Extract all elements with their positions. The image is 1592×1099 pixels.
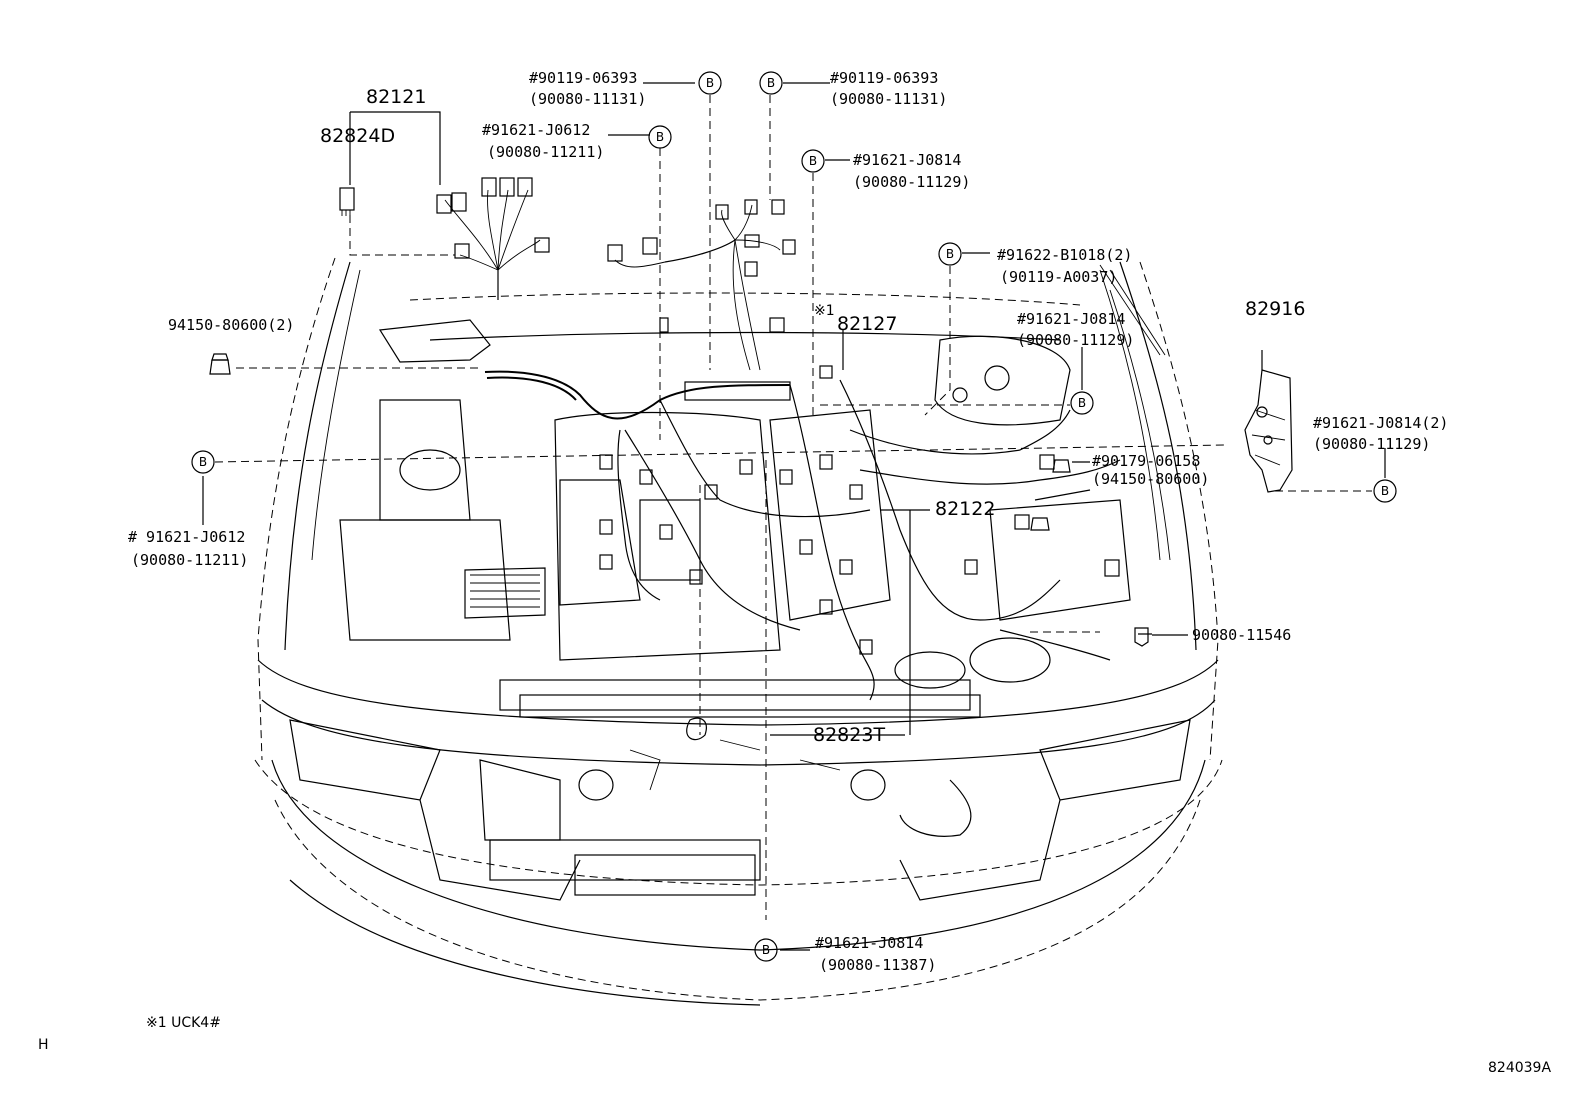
- ref-top-right-line2: (90080-11131): [830, 90, 947, 108]
- svg-text:B: B: [809, 154, 817, 168]
- b-marker-j0814-top: B: [801, 149, 825, 173]
- svg-text:B: B: [1381, 484, 1389, 498]
- leader-lines: [202, 82, 1386, 951]
- note-star-label: ※1: [814, 303, 835, 319]
- b-marker-top-left: B: [698, 71, 722, 95]
- engine-bay-components: [339, 319, 1131, 841]
- part-82122-label: 82122: [935, 498, 995, 520]
- svg-text:B: B: [767, 76, 775, 90]
- ref-j0814-mid-line2: (90080-11129): [1017, 331, 1134, 349]
- ref-j0612-left-line2: (90080-11211): [131, 551, 248, 569]
- ref-j0612-left-line1: # 91621-J0612: [128, 528, 245, 546]
- corner-mark: H: [38, 1037, 49, 1053]
- part-90080-11546-label: 90080-11546: [1192, 626, 1291, 644]
- svg-text:B: B: [656, 130, 664, 144]
- part-82823T-label: 82823T: [813, 724, 885, 746]
- part-labels: 82121 82824D 82127 82916 82122 82823T 94…: [168, 86, 1305, 746]
- svg-text:B: B: [706, 76, 714, 90]
- ref-j0814-2-line1: #91621-J0814(2): [1313, 414, 1448, 432]
- b-marker-top-right: B: [759, 71, 783, 95]
- ref-j0814-mid-line1: #91621-J0814: [1017, 310, 1125, 328]
- ref-j0814-top-line2: (90080-11129): [853, 173, 970, 191]
- ref-06158-line1: #90179-06158: [1092, 452, 1200, 470]
- bracket-82916: [1244, 369, 1293, 493]
- b-marker-b1018: B: [938, 242, 962, 266]
- part-82824D-label: 82824D: [320, 125, 395, 147]
- part-82916-label: 82916: [1245, 298, 1305, 320]
- footer-labels: ※1 UCK4# H 824039A: [38, 1015, 1551, 1076]
- ref-top-right-line1: #90119-06393: [830, 69, 938, 87]
- ref-j0612-top-line2: (90080-11211): [487, 143, 604, 161]
- bolt-markers: B B B B B B B B: [191, 71, 1397, 962]
- ref-b1018-line1: #91622-B1018(2): [997, 246, 1132, 264]
- footnote: ※1 UCK4#: [146, 1015, 221, 1031]
- svg-text:B: B: [946, 247, 954, 261]
- ref-top-left-line1: #90119-06393: [529, 69, 637, 87]
- b-marker-j0612-top: B: [648, 125, 672, 149]
- wire-harness: [484, 365, 1121, 701]
- reference-labels: #90119-06393 (90080-11131) #90119-06393 …: [128, 69, 1448, 974]
- ref-06158-line2: (94150-80600): [1092, 470, 1209, 488]
- vehicle-body-outline: [254, 257, 1223, 1006]
- part-94150-80600-label: 94150-80600(2): [168, 316, 294, 334]
- ref-j0814-2-line2: (90080-11129): [1313, 435, 1430, 453]
- svg-text:B: B: [762, 943, 770, 957]
- ref-bottom-line1: #91621-J0814: [815, 934, 923, 952]
- ref-bottom-line2: (90080-11387): [819, 956, 936, 974]
- svg-text:B: B: [1078, 396, 1086, 410]
- svg-text:B: B: [199, 455, 207, 469]
- part-82121-label: 82121: [366, 86, 426, 108]
- b-marker-left: B: [191, 450, 215, 474]
- exploded-connectors-center: [607, 199, 796, 371]
- harness-connectors: [599, 365, 1120, 655]
- ref-j0814-top-line1: #91621-J0814: [853, 151, 961, 169]
- part-82127-label: 82127: [837, 313, 897, 335]
- b-marker-bottom: B: [754, 938, 778, 962]
- b-marker-right: B: [1373, 479, 1397, 503]
- ref-top-left-line2: (90080-11131): [529, 90, 646, 108]
- exploded-connectors-82121: [339, 177, 550, 300]
- ref-b1018-line2: (90119-A0037): [1000, 268, 1117, 286]
- small-parts: [209, 353, 1152, 647]
- b-marker-j0814-mid: B: [1070, 391, 1094, 415]
- diagram-id: 824039A: [1488, 1060, 1551, 1076]
- ref-j0612-top-line1: #91621-J0612: [482, 121, 590, 139]
